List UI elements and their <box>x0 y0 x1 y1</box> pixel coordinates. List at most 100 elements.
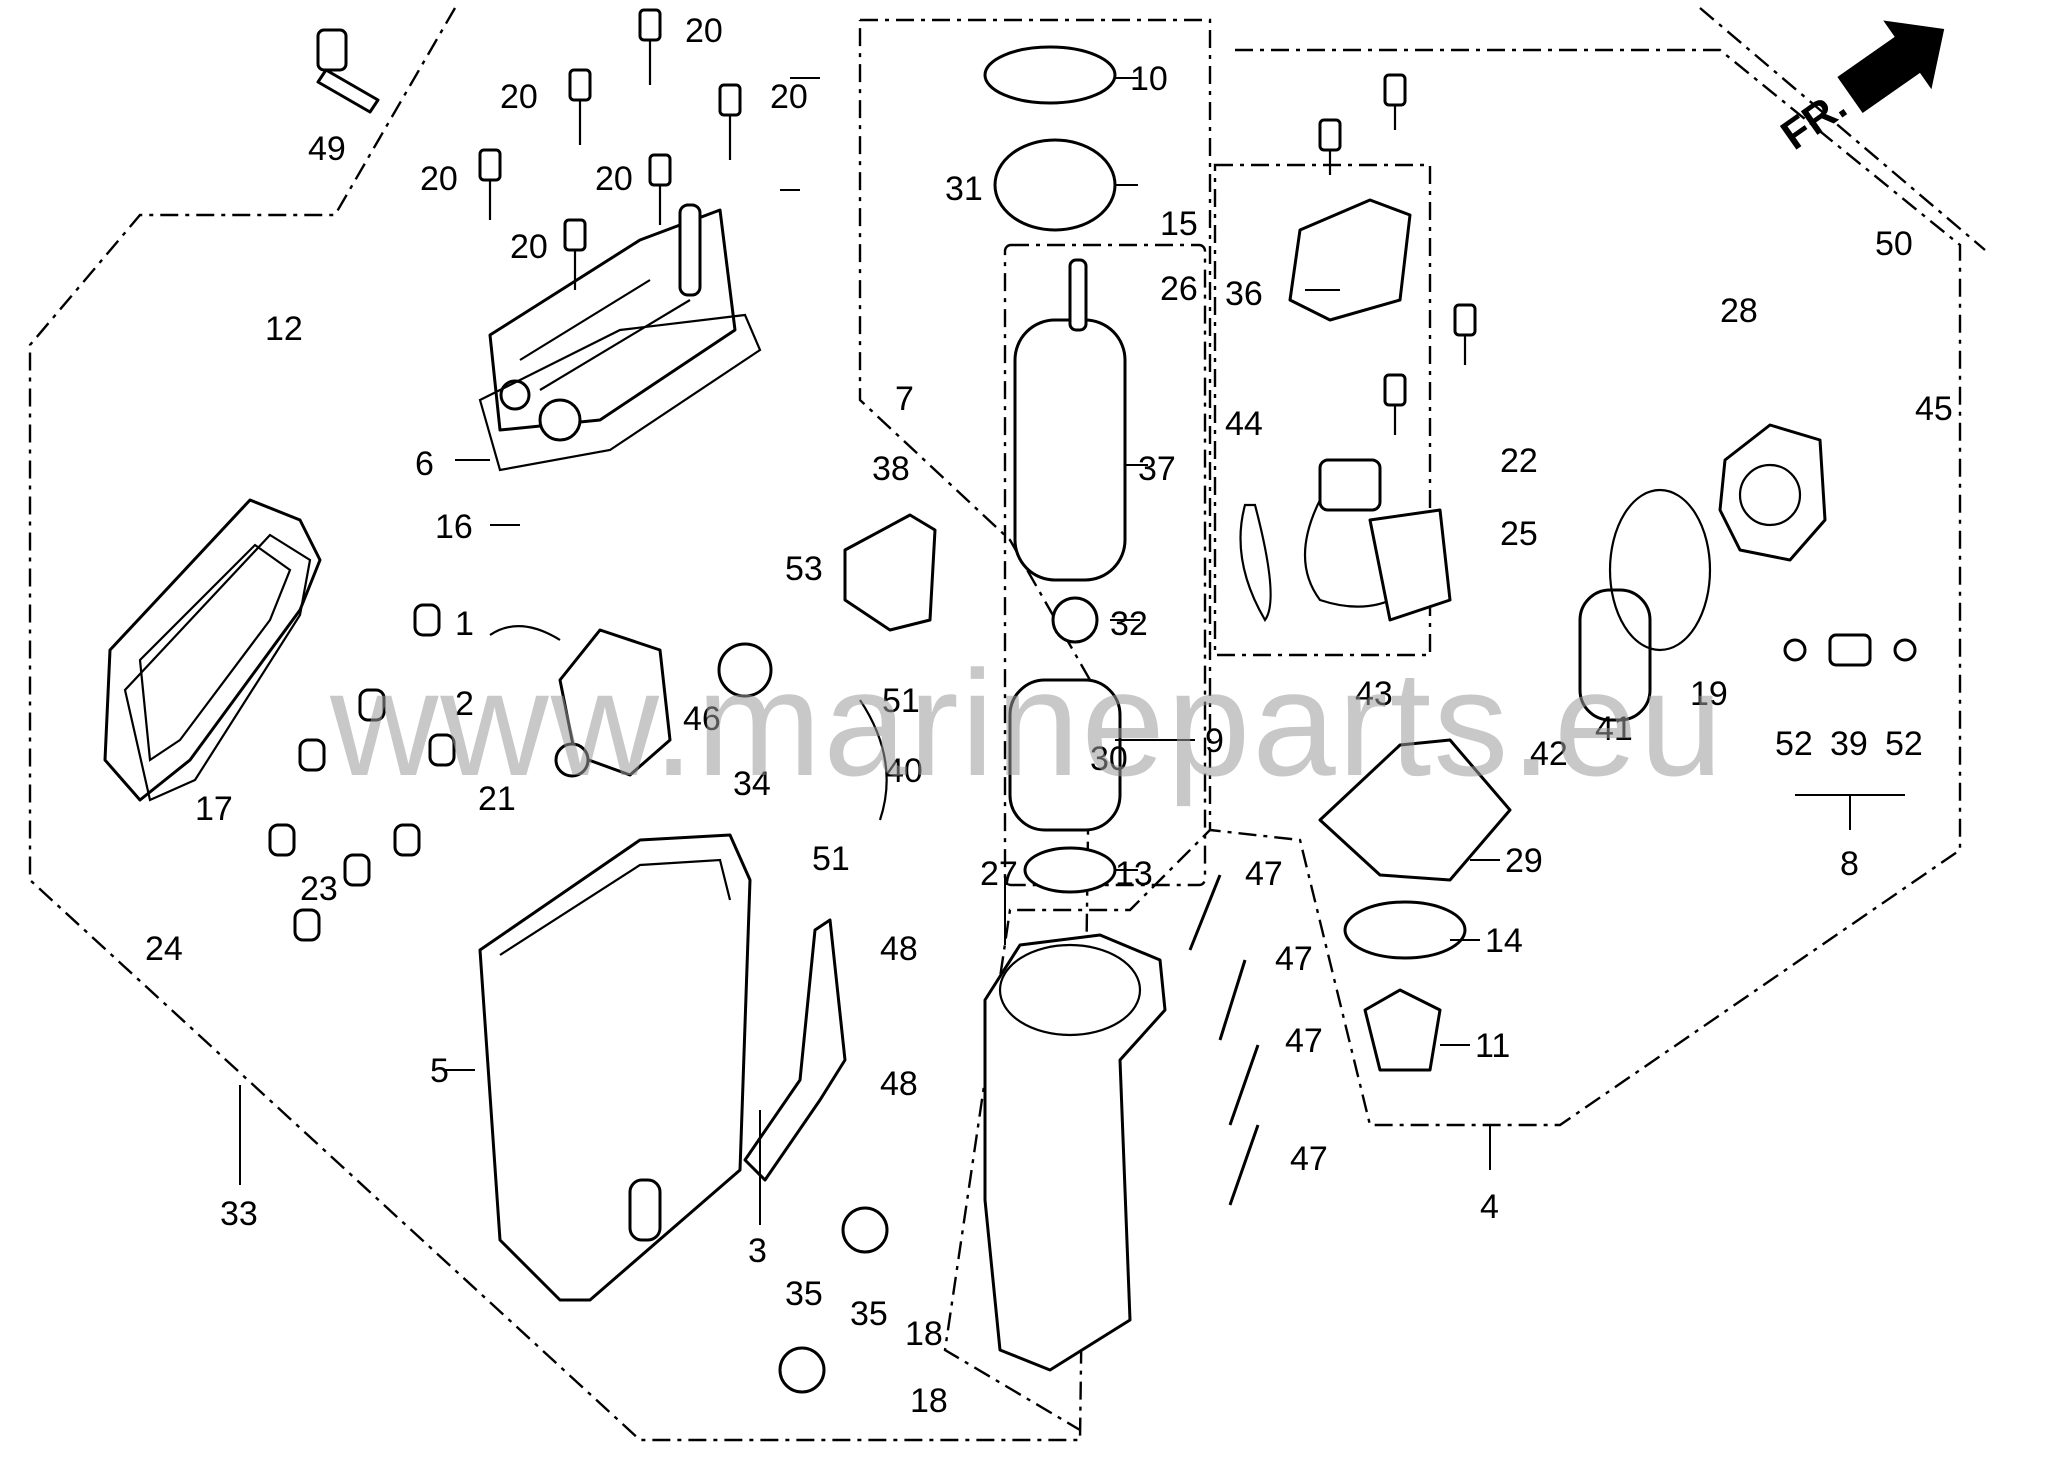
callout-14: 14 <box>1485 922 1523 960</box>
ring-10 <box>983 45 1117 105</box>
bracket-3 <box>743 918 847 1182</box>
hose-40 <box>859 699 888 821</box>
callout-47: 47 <box>1290 1140 1328 1178</box>
clip-1 <box>489 625 561 641</box>
callout-18: 18 <box>905 1315 943 1353</box>
callout-5: 5 <box>430 1052 449 1090</box>
callout-13: 13 <box>1115 855 1153 893</box>
callout-22: 22 <box>1500 442 1538 480</box>
callout-33: 33 <box>220 1195 258 1233</box>
callout-labels: 49 20 20 20 20 20 20 12 6 16 1 2 21 17 3… <box>145 12 1953 1420</box>
gasket-17 <box>123 533 312 802</box>
callout-20: 20 <box>595 160 633 198</box>
washer-52b <box>1893 638 1917 662</box>
o-ring-13 <box>1023 846 1117 894</box>
callout-53: 53 <box>785 550 823 588</box>
valve-11 <box>1363 988 1442 1072</box>
callout-51: 51 <box>812 840 850 878</box>
group-outline-36 <box>1213 163 1432 657</box>
bolts-20-set <box>478 8 1477 435</box>
callout-27: 27 <box>980 855 1018 893</box>
group-outline-4 <box>1209 48 1962 1127</box>
group-outline-main <box>1699 7 1986 251</box>
callout-32: 32 <box>1110 605 1148 643</box>
callout-51: 51 <box>882 682 920 720</box>
callout-10: 10 <box>1130 60 1168 98</box>
watermark: www.marineparts.eu <box>329 639 1725 807</box>
gear-34 <box>717 642 773 698</box>
callout-2: 2 <box>455 685 474 723</box>
callout-30: 30 <box>1090 740 1128 778</box>
callout-36: 36 <box>1225 275 1263 313</box>
callout-48: 48 <box>880 930 918 968</box>
pump-housing-27 <box>983 933 1167 1372</box>
leader-lines <box>239 77 1905 1225</box>
callout-39: 39 <box>1830 725 1868 763</box>
callout-1: 1 <box>455 605 474 643</box>
bolt-49 <box>316 28 380 114</box>
callout-20: 20 <box>770 78 808 116</box>
sensor-2 <box>554 628 672 778</box>
callout-20: 20 <box>510 228 548 266</box>
callout-16: 16 <box>435 508 473 546</box>
callout-41: 41 <box>1595 710 1633 748</box>
callout-17: 17 <box>195 790 233 828</box>
callout-3: 3 <box>748 1232 767 1270</box>
callout-20: 20 <box>500 78 538 116</box>
callout-12: 12 <box>265 310 303 348</box>
callout-42: 42 <box>1530 735 1568 773</box>
callout-23: 23 <box>300 870 338 908</box>
cartridge-41 <box>1578 588 1652 722</box>
callout-47: 47 <box>1285 1022 1323 1060</box>
callout-11: 11 <box>1475 1027 1510 1065</box>
callout-49: 49 <box>308 130 346 168</box>
callout-18: 18 <box>910 1382 948 1420</box>
callout-29: 29 <box>1505 842 1543 880</box>
callout-40: 40 <box>885 752 923 790</box>
callout-44: 44 <box>1225 405 1263 443</box>
callout-15: 15 <box>1160 205 1198 243</box>
callout-28: 28 <box>1720 292 1758 330</box>
bracket-36 <box>1288 198 1412 322</box>
callout-34: 34 <box>733 765 771 803</box>
callout-35: 35 <box>850 1295 888 1333</box>
callout-25: 25 <box>1500 515 1538 553</box>
callout-9: 9 <box>1205 722 1224 760</box>
fitting-39 <box>1828 633 1872 667</box>
callout-50: 50 <box>1875 225 1913 263</box>
fuel-pump-37 <box>1013 258 1127 582</box>
callout-46: 46 <box>683 700 721 738</box>
callout-20: 20 <box>685 12 723 50</box>
callout-20: 20 <box>420 160 458 198</box>
housing-28 <box>1718 423 1827 562</box>
callout-8: 8 <box>1840 845 1859 883</box>
switch-43 <box>1304 458 1452 622</box>
callout-7: 7 <box>895 380 914 418</box>
callout-31: 31 <box>945 170 983 208</box>
callout-47: 47 <box>1245 855 1283 893</box>
callout-19: 19 <box>1690 675 1728 713</box>
callout-26: 26 <box>1160 270 1198 308</box>
gear-35a <box>841 1206 889 1254</box>
gasket-16 <box>478 313 762 472</box>
gear-35b <box>778 1346 826 1394</box>
filter-30 <box>1008 678 1122 832</box>
direction-label: FR. <box>1772 81 1854 158</box>
callout-48: 48 <box>880 1065 918 1103</box>
group-outline-33 <box>28 7 1092 1442</box>
seal-31 <box>993 138 1117 232</box>
callout-52: 52 <box>1775 725 1813 763</box>
bracket-38 <box>843 513 937 632</box>
bushings-23 <box>268 603 456 942</box>
callout-38: 38 <box>872 450 910 488</box>
seal-32 <box>1051 596 1099 644</box>
callout-45: 45 <box>1915 390 1953 428</box>
callout-37: 37 <box>1138 450 1176 488</box>
o-ring-14 <box>1343 900 1467 960</box>
callout-24: 24 <box>145 930 183 968</box>
base-plate-29 <box>1318 738 1512 882</box>
separator-cover-6 <box>488 203 737 442</box>
ring-19 <box>1608 488 1712 652</box>
callout-35: 35 <box>785 1275 823 1313</box>
